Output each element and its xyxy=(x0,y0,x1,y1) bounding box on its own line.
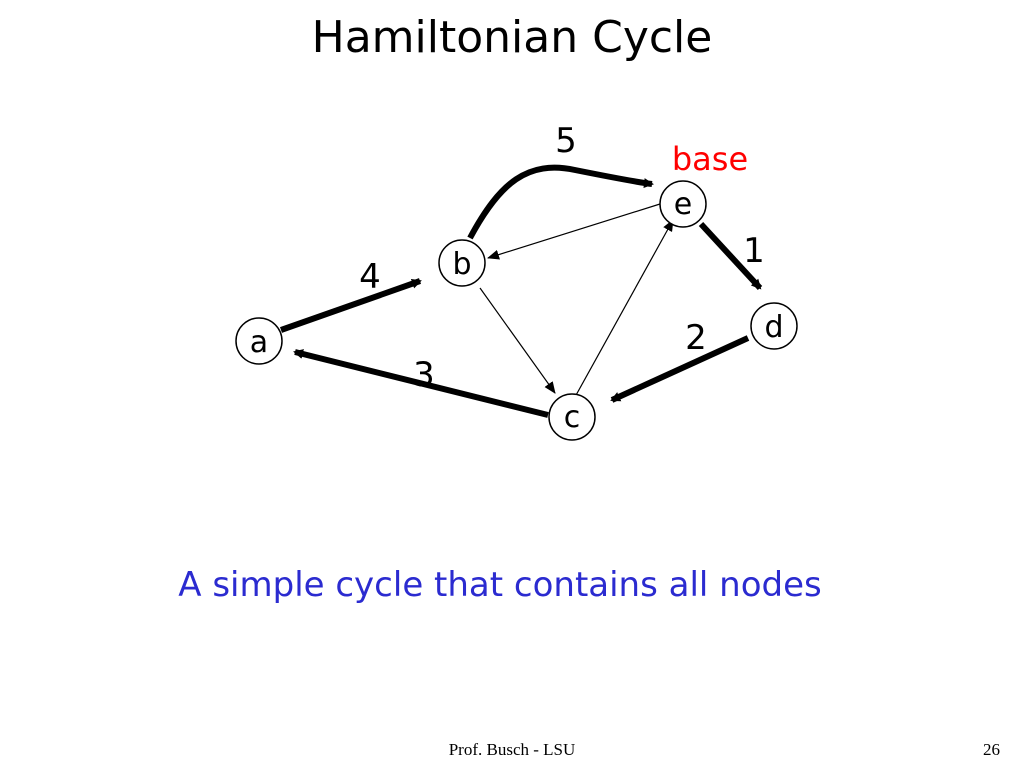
node-c: c xyxy=(548,393,596,441)
node-b: b xyxy=(438,239,486,287)
weight-a-b: 4 xyxy=(359,257,381,297)
caption: A simple cycle that contains all nodes xyxy=(178,565,822,605)
edge-b-e xyxy=(467,164,654,240)
node-e-label: e xyxy=(674,187,692,222)
weight-e-d: 1 xyxy=(743,231,765,271)
node-a-label: a xyxy=(250,325,268,360)
edge-c-a xyxy=(293,349,549,418)
base-label: base xyxy=(672,140,748,178)
weight-c-a: 3 xyxy=(413,355,435,395)
slide-title: Hamiltonian Cycle xyxy=(311,12,713,63)
weight-d-c: 2 xyxy=(685,318,707,358)
edge-b-c xyxy=(479,287,556,394)
node-d-label: d xyxy=(764,310,783,345)
edge-c-e xyxy=(574,219,674,398)
edge-a-b xyxy=(280,278,422,333)
node-a: a xyxy=(235,317,283,365)
node-b-label: b xyxy=(452,247,471,282)
edge-e-b xyxy=(487,203,661,260)
node-d: d xyxy=(750,302,798,350)
node-c-label: c xyxy=(564,400,581,435)
edge-e-d xyxy=(698,221,763,291)
node-e: e xyxy=(659,180,707,228)
weight-b-e: 5 xyxy=(555,121,577,161)
footer-author: Prof. Busch - LSU xyxy=(448,740,576,759)
edge-d-c xyxy=(610,335,750,403)
page-number: 26 xyxy=(983,740,1000,759)
